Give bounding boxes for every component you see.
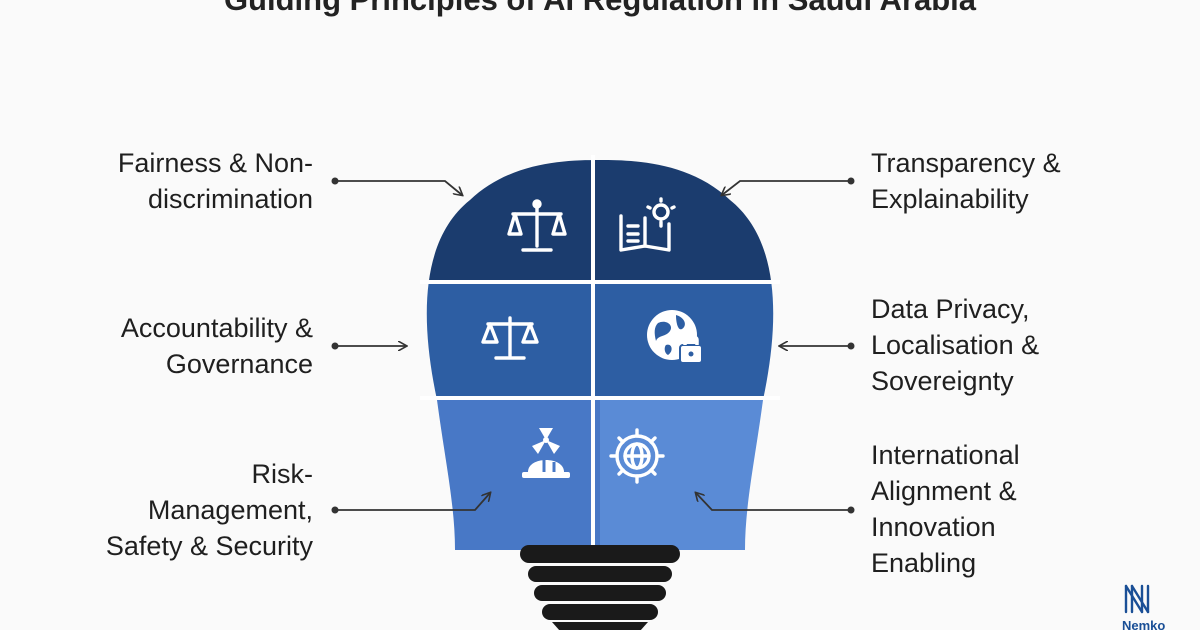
principle-transparency-line-1: Transparency & bbox=[871, 148, 1061, 178]
gear-globe-icon bbox=[609, 428, 665, 484]
brand-name: Nemko bbox=[1122, 618, 1166, 630]
hardhat-hazard-icon bbox=[522, 428, 570, 478]
principle-international-line-4: Enabling bbox=[871, 548, 977, 578]
principle-risk-line-1: Risk- bbox=[251, 459, 314, 489]
connector-data-privacy bbox=[780, 343, 855, 350]
connector-fairness bbox=[331, 177, 463, 196]
connector-international-alignment bbox=[696, 493, 855, 514]
principle-international-line-1: International bbox=[871, 440, 1020, 470]
principle-data-privacy-line-3: Sovereignty bbox=[871, 366, 1014, 396]
nemko-logo-icon bbox=[1124, 584, 1150, 614]
principle-fairness: Fairness & Non- discrimination bbox=[118, 145, 313, 217]
bulb-body bbox=[426, 160, 774, 550]
document-lightbulb-icon bbox=[619, 197, 676, 252]
principle-transparency-line-2: Explainability bbox=[871, 184, 1029, 214]
principle-accountability: Accountability & Governance bbox=[121, 310, 313, 382]
connector-accountability bbox=[331, 343, 407, 350]
principle-transparency: Transparency & Explainability bbox=[871, 145, 1061, 217]
principle-accountability-line-2: Governance bbox=[165, 349, 313, 379]
connector-risk-management bbox=[331, 493, 491, 514]
connector-transparency bbox=[722, 177, 855, 196]
principle-international-line-3: Innovation bbox=[871, 512, 996, 542]
bulb-base bbox=[520, 545, 680, 630]
principle-fairness-line-2: discrimination bbox=[147, 184, 313, 214]
segment-accountability bbox=[426, 282, 600, 398]
segment-international-alignment bbox=[600, 398, 774, 550]
principle-data-privacy-line-1: Data Privacy, bbox=[871, 294, 1030, 324]
segment-risk-management bbox=[426, 398, 600, 550]
segment-dividers bbox=[420, 155, 780, 552]
principle-accountability-line-1: Accountability & bbox=[120, 313, 313, 343]
balance-scale-icon bbox=[481, 316, 539, 360]
segment-fairness bbox=[426, 160, 600, 282]
connectors bbox=[331, 177, 855, 514]
principle-fairness-line-1: Fairness & Non- bbox=[117, 148, 313, 178]
principle-data-privacy: Data Privacy, Localisation & Sovereignty bbox=[871, 291, 1039, 399]
principle-international-alignment: International Alignment & Innovation Ena… bbox=[871, 437, 1020, 581]
principle-international-line-2: Alignment & bbox=[871, 476, 1017, 506]
principle-risk-management: Risk- Management, Safety & Security bbox=[106, 456, 313, 564]
scales-of-justice-icon bbox=[507, 199, 567, 252]
principle-data-privacy-line-2: Localisation & bbox=[871, 330, 1040, 360]
principle-risk-line-3: Safety & Security bbox=[105, 531, 313, 561]
principle-risk-line-2: Management, bbox=[147, 495, 313, 525]
segment-transparency bbox=[600, 160, 774, 282]
page-title: Guiding Principles of AI Regulation in S… bbox=[0, 0, 1200, 15]
globe-lock-icon bbox=[647, 310, 703, 364]
